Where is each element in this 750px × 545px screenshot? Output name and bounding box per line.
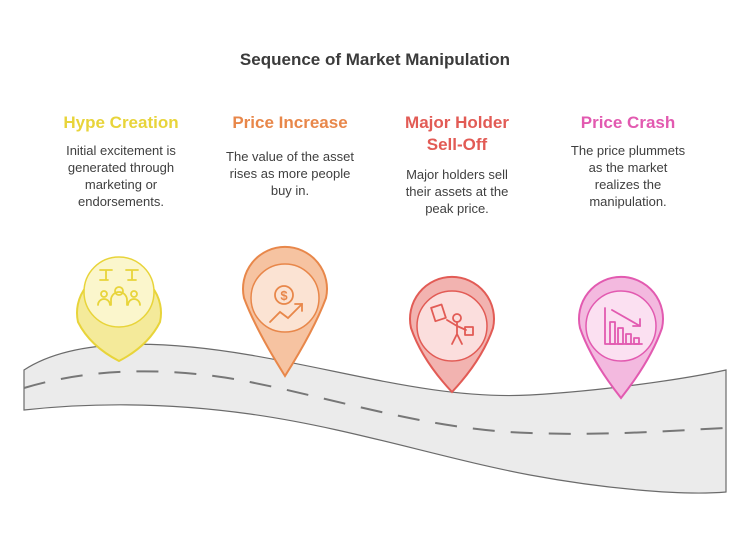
- step-price-increase: Price Increase The value of the asset ri…: [205, 112, 375, 199]
- step-hype-creation: Hype Creation Initial excitement is gene…: [36, 112, 206, 210]
- step-major-holder-sell-off: Major Holder Sell-Off Major holders sell…: [372, 112, 542, 217]
- step-description: Major holders sell their assets at the p…: [405, 167, 509, 216]
- pin-price-crash: [578, 275, 664, 400]
- crowd-celebrating-icon: [97, 269, 141, 306]
- pin-major-holder-sell-off: [409, 275, 495, 394]
- svg-text:$: $: [280, 288, 288, 303]
- step-description: The price plummets as the market realize…: [570, 143, 686, 209]
- step-heading: Price Increase: [232, 113, 348, 132]
- step-description: The value of the asset rises as more peo…: [226, 149, 354, 198]
- step-heading: Price Crash: [580, 113, 676, 132]
- step-description: Initial excitement is generated through …: [66, 143, 176, 209]
- step-price-crash: Price Crash The price plummets as the ma…: [543, 112, 713, 210]
- step-heading: Hype Creation: [63, 113, 179, 132]
- chart-trend-down-icon: [604, 307, 643, 345]
- step-heading: Major Holder Sell-Off: [405, 113, 509, 154]
- person-with-sign-icon: [430, 303, 474, 345]
- diagram-title: Sequence of Market Manipulation: [239, 50, 511, 69]
- pin-hype-creation: [76, 256, 162, 363]
- pin-price-increase: $: [242, 245, 328, 378]
- road: [23, 343, 727, 494]
- road-centerline: [23, 370, 727, 435]
- dollar-trend-up-icon: $: [269, 285, 303, 323]
